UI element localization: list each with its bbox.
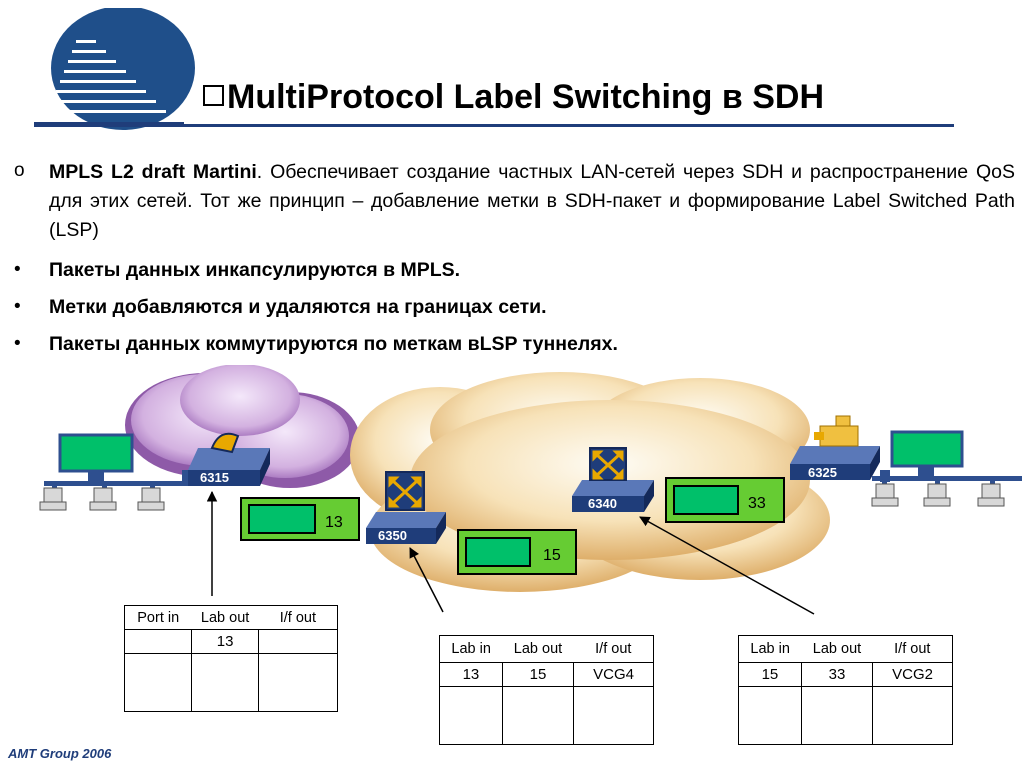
device-6315: 6315: [188, 432, 270, 486]
table-header: Lab in: [439, 635, 503, 663]
table-header: Lab out: [801, 635, 873, 663]
table-cell: [124, 629, 192, 654]
table-header: I/f out: [872, 635, 953, 663]
device-6315-label: 6315: [200, 470, 229, 485]
title-text: MultiProtocol Label Switching в SDH: [227, 78, 825, 116]
table-header: I/f out: [573, 635, 654, 663]
page-title: MultiProtocol Label Switching в SDH: [203, 78, 824, 117]
label-box-13: 13: [240, 497, 360, 541]
table-cell: 13: [439, 662, 503, 687]
table-cell: 15: [501, 662, 575, 687]
bullet-2: Метки добавляются и удаляются на граница…: [49, 296, 547, 318]
table-header: Lab out: [191, 605, 259, 630]
bullet-icon: •: [14, 333, 21, 354]
device-6350: 6350: [366, 471, 446, 544]
intro-text: . Обеспечивает создание частных LAN-сете…: [49, 161, 1015, 241]
label-box-15: 15: [457, 529, 577, 575]
table-cell: 33: [800, 662, 874, 687]
table-cell: [258, 629, 338, 654]
label-table-1: Port in Lab out I/f out 13: [124, 605, 338, 712]
title-checkbox-icon: [203, 85, 224, 106]
company-logo: [34, 8, 195, 130]
title-underline: [34, 124, 954, 127]
label-33-text: 33: [748, 495, 766, 512]
device-6325-label: 6325: [808, 465, 837, 480]
label-box-33: 33: [665, 477, 785, 523]
intro-paragraph: MPLS L2 draft Martini. Обеспечивает созд…: [49, 158, 1015, 245]
table-cell: 15: [738, 662, 802, 687]
bullet-1: Пакеты данных инкапсулируются в MPLS.: [49, 259, 461, 281]
switch-icon: [589, 447, 627, 481]
table-header: Lab out: [502, 635, 574, 663]
bullet-icon: •: [14, 296, 21, 317]
label-13-text: 13: [325, 514, 343, 531]
arrow-to-6350: [409, 547, 444, 613]
device-6325: 6325: [790, 415, 880, 480]
table-header: I/f out: [258, 605, 338, 630]
left-lan: [39, 433, 194, 511]
label-15-text: 15: [543, 547, 561, 564]
intro-marker: o: [14, 160, 25, 181]
table-cell: VCG4: [573, 662, 654, 687]
network-diagram: 6315 6350 6340 6325: [39, 365, 1022, 615]
intro-bold: MPLS L2 draft Martini: [49, 161, 257, 183]
switch-icon: [385, 471, 425, 511]
device-6340: 6340: [572, 447, 654, 512]
bullet-icon: •: [14, 259, 21, 280]
label-table-3: Lab in Lab out I/f out 15 33 VCG2: [738, 635, 953, 745]
table-cell: 13: [190, 629, 260, 654]
table-header: Port in: [124, 605, 192, 630]
table-cell: VCG2: [872, 662, 953, 687]
footer-text: AMT Group 2006: [8, 746, 112, 761]
arrow-to-6340: [639, 516, 815, 615]
right-lan: [871, 430, 1022, 507]
table-header: Lab in: [738, 635, 802, 663]
bullet-3: Пакеты данных коммутируются по меткам вL…: [49, 333, 618, 355]
device-6350-label: 6350: [378, 528, 407, 543]
device-6340-label: 6340: [588, 496, 617, 511]
label-table-2: Lab in Lab out I/f out 13 15 VCG4: [439, 635, 654, 745]
